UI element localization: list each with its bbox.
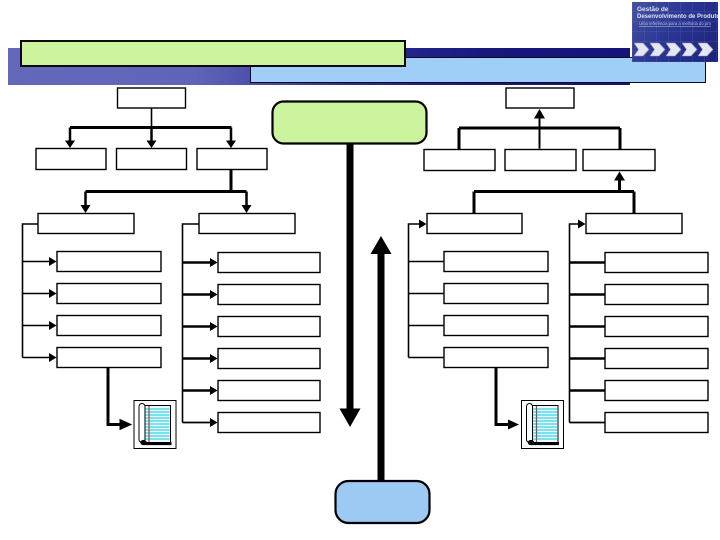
right-group-header-2: [585, 212, 683, 235]
right-outer-box-1: [604, 251, 709, 274]
right-outer-box-3: [604, 315, 709, 338]
left-level2-box-2: [115, 147, 188, 171]
right-level2-arrowhead: [614, 171, 625, 181]
left-document-connector: [106, 367, 120, 426]
right-inner-box-4: [443, 346, 549, 369]
right-outer-connector: [568, 223, 605, 424]
logo-line2: Desenvolvimento de Produtos: [637, 14, 718, 20]
left-outer-arrowheads: [210, 258, 218, 427]
left-level2-arrowheads: [65, 140, 236, 148]
right-branch: [407, 87, 709, 434]
left-outer-box-6: [217, 411, 321, 434]
logo-chevrons-icon: [634, 42, 714, 57]
right-outer-box-2: [604, 283, 709, 306]
left-outer-connector: [181, 223, 211, 424]
center-flow: [271, 100, 431, 525]
right-notepad-icon: [520, 399, 565, 450]
left-outer-box-5: [217, 379, 321, 402]
right-level2-box-1: [423, 148, 496, 172]
left-outer-box-3: [217, 315, 321, 338]
right-group-header-1: [426, 212, 523, 235]
right-level2-box-3: [582, 148, 656, 172]
left-level2-box-1: [35, 147, 107, 171]
left-notepad-icon: [132, 399, 178, 450]
left-document-arrowhead: [119, 418, 133, 431]
slide-title-box: [20, 40, 406, 67]
left-outer-box-2: [217, 283, 321, 306]
left-level2-box-3: [196, 147, 268, 171]
left-group-header-2: [198, 212, 296, 235]
left-header-arrowheads: [80, 205, 252, 213]
left-branch: [21, 87, 321, 434]
right-outer-box-5: [604, 379, 709, 402]
right-document-arrowhead: [508, 419, 519, 430]
right-document-connector: [494, 367, 508, 426]
right-level2-box-2: [504, 148, 577, 172]
book-logo: Gestão de Desenvolvimento de Produtos Um…: [632, 2, 718, 62]
right-top-arrowhead: [534, 109, 545, 119]
left-top-box: [116, 87, 187, 109]
left-inner-arrowheads: [49, 257, 57, 362]
end-node: [334, 479, 431, 525]
start-node: [271, 100, 428, 145]
left-inner-box-1: [56, 250, 162, 273]
down-arrow-head: [339, 408, 361, 427]
up-arrow-head: [370, 236, 392, 254]
left-inner-box-2: [56, 282, 162, 305]
right-inner-box-1: [443, 250, 549, 273]
right-outer-header-arrowhead: [578, 219, 586, 229]
logo-line3: Uma referência para a melhoria do proces…: [639, 21, 711, 27]
left-inner-connector: [21, 223, 50, 359]
left-inner-box-4: [56, 346, 162, 369]
left-group-header-1: [37, 212, 135, 235]
right-top-box: [505, 87, 575, 109]
logo-line1: Gestão de: [637, 6, 669, 13]
right-inner-box-3: [443, 314, 549, 337]
left-inner-box-3: [56, 314, 162, 337]
right-outer-box-6: [604, 411, 709, 434]
right-inner-connector: [407, 223, 444, 359]
right-inner-box-2: [443, 282, 549, 305]
left-outer-box-1: [217, 251, 321, 274]
right-inner-header-arrowhead: [419, 219, 427, 229]
left-outer-box-4: [217, 347, 321, 370]
right-outer-box-4: [604, 347, 709, 370]
